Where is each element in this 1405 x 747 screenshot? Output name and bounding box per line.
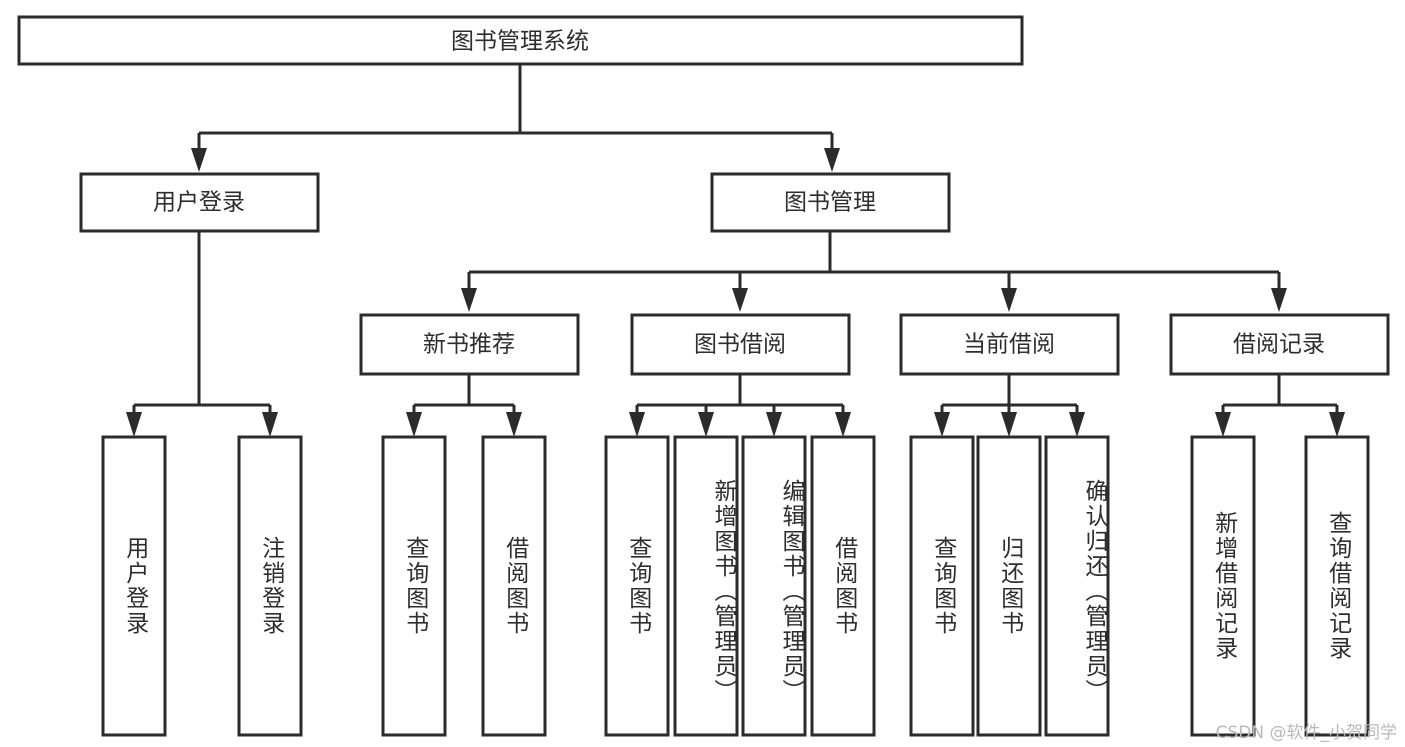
node-borrow-record[interactable]: 借阅记录: [1169, 313, 1390, 376]
connector-borrow-record-to-leaves: [1215, 374, 1345, 437]
node-current-borrow-box[interactable]: [899, 313, 1120, 376]
connector-current-borrow-to-leaves: [934, 374, 1085, 437]
arrowhead-to-new-book-recommend: [461, 288, 477, 312]
node-root-label: 图书管理系统: [451, 29, 589, 55]
leaf-query-book-1-label: 查询图书: [401, 536, 428, 636]
arrowhead-to-leaf-user-login: [126, 412, 142, 437]
arrowhead-to-leaf-return-book: [1001, 412, 1017, 437]
arrowhead-to-leaf-query-book-2: [629, 412, 645, 437]
leaf-add-borrow-record-box[interactable]: [1190, 435, 1256, 737]
csdn-watermark: CSDN @软件_小贺同学: [1215, 723, 1397, 743]
leaf-borrow-book-2-label: 借阅图书: [830, 536, 857, 636]
leaf-add-book-admin-label: 新增图书（管理员）: [710, 478, 736, 704]
node-user-login-label: 用户登录: [153, 190, 245, 216]
node-user-login[interactable]: 用户登录: [79, 172, 320, 233]
leaf-query-book-2-box[interactable]: [604, 435, 670, 737]
node-new-book-recommend[interactable]: 新书推荐: [359, 313, 580, 376]
leaf-user-login-box[interactable]: [101, 435, 167, 737]
connector-book-borrow-to-leaves: [629, 374, 851, 437]
node-book-borrow-label: 图书借阅: [694, 332, 786, 358]
leaf-logout-login-box[interactable]: [237, 435, 303, 737]
leaf-query-book-3-box[interactable]: [909, 435, 975, 737]
node-book-borrow[interactable]: 图书借阅: [630, 313, 851, 376]
node-root[interactable]: 图书管理系统: [17, 15, 1024, 66]
leaf-edit-book-admin-box[interactable]: [741, 435, 807, 737]
node-new-book-recommend-label: 新书推荐: [423, 332, 515, 358]
leaf-return-book-box[interactable]: [976, 435, 1042, 737]
leaf-return-book-label: 归还图书: [996, 536, 1023, 636]
node-current-borrow[interactable]: 当前借阅: [899, 313, 1120, 376]
arrowhead-to-leaf-confirm-return-admin: [1069, 412, 1085, 437]
node-book-management[interactable]: 图书管理: [710, 172, 951, 233]
leaf-confirm-return-admin-label: 确认归还（管理员）: [1081, 478, 1107, 704]
leaf-query-book-3-label: 查询图书: [929, 536, 956, 636]
arrowhead-to-leaf-query-book-1: [406, 412, 422, 437]
arrowhead-to-leaf-logout-login: [262, 412, 278, 437]
leaf-logout-login-label: 注销登录: [257, 536, 284, 636]
arrowhead-to-current-borrow: [1001, 288, 1017, 312]
connector-book-management-to-level2: [461, 231, 1287, 312]
node-borrow-record-label: 借阅记录: [1233, 332, 1325, 358]
arrowhead-to-book-management: [824, 148, 840, 172]
leaf-borrow-book-1-box[interactable]: [481, 435, 547, 737]
arrowhead-to-borrow-record: [1271, 288, 1287, 312]
connector-root-to-level1: [191, 64, 840, 172]
arrowhead-to-user-login: [191, 148, 207, 172]
leaf-query-book-2-label: 查询图书: [624, 536, 651, 636]
leaf-query-borrow-record-box[interactable]: [1304, 435, 1370, 737]
leaf-add-book-admin-box[interactable]: [673, 435, 739, 737]
arrowhead-to-leaf-add-borrow-record: [1215, 412, 1231, 437]
arrowhead-to-book-borrow: [732, 288, 748, 312]
leaf-add-borrow-record-label: 新增借阅记录: [1210, 511, 1237, 661]
leaf-borrow-book-1-label: 借阅图书: [501, 536, 528, 636]
leaf-user-login-label: 用户登录: [121, 536, 148, 636]
arrowhead-to-leaf-borrow-book-2: [835, 412, 851, 437]
node-current-borrow-label: 当前借阅: [963, 332, 1055, 358]
arrowhead-to-leaf-edit-book-admin: [766, 412, 782, 437]
arrowhead-to-leaf-query-book-3: [934, 412, 950, 437]
node-new-book-recommend-box[interactable]: [359, 313, 580, 376]
node-root-box[interactable]: [17, 15, 1024, 66]
leaf-boxes-group: [101, 435, 1370, 737]
arrowhead-to-leaf-query-borrow-record: [1329, 412, 1345, 437]
connector-user-login-to-leaves: [126, 231, 278, 437]
leaf-query-book-1-box[interactable]: [381, 435, 447, 737]
leaf-confirm-return-admin-box[interactable]: [1044, 435, 1110, 737]
connector-new-book-recommend-to-leaves: [406, 374, 522, 437]
leaf-edit-book-admin-label: 编辑图书（管理员）: [778, 478, 804, 704]
leaf-query-borrow-record-label: 查询借阅记录: [1324, 511, 1351, 661]
arrowhead-to-leaf-add-book-admin: [698, 412, 714, 437]
leaf-borrow-book-2-box[interactable]: [810, 435, 876, 737]
arrowhead-to-leaf-borrow-book-1: [506, 412, 522, 437]
node-book-management-label: 图书管理: [784, 190, 876, 216]
